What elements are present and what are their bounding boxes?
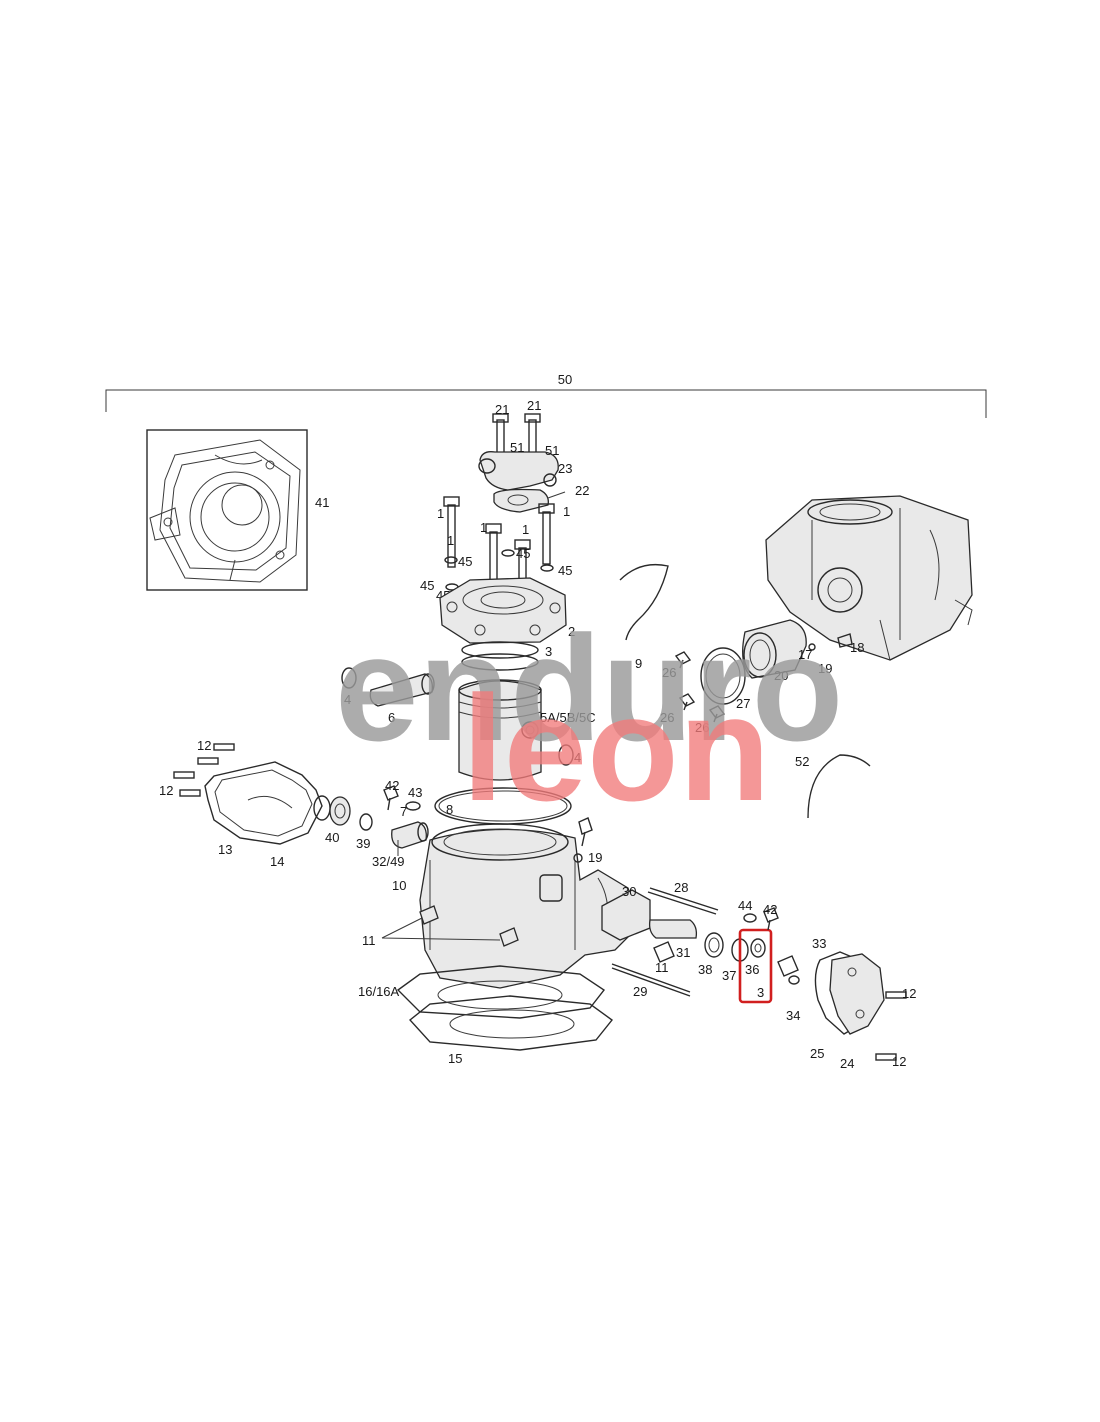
label-45d: 45 bbox=[420, 578, 434, 593]
base-gaskets: 16/16A 15 bbox=[358, 965, 614, 1066]
label-39: 39 bbox=[356, 836, 370, 851]
label-42b: 42 bbox=[763, 902, 777, 917]
label-31: 31 bbox=[676, 945, 690, 960]
label-2: 2 bbox=[568, 624, 575, 639]
label-45a: 45 bbox=[458, 554, 472, 569]
label-15: 15 bbox=[448, 1051, 462, 1066]
label-21b: 21 bbox=[527, 398, 541, 413]
label-11a: 11 bbox=[362, 933, 376, 948]
label-16: 16/16A bbox=[358, 984, 400, 999]
left-cover-group: 12 12 13 14 40 bbox=[159, 738, 351, 869]
label-26b: 26 bbox=[660, 710, 674, 725]
gasket-kit-inset: 41 bbox=[146, 429, 329, 591]
highlighted-part-36: 36 3 bbox=[738, 928, 773, 1004]
pin-group: 4 6 4 bbox=[341, 667, 581, 766]
hose-52: 52 bbox=[795, 754, 871, 819]
small-parts-left: 42 43 7 39 32/49 bbox=[356, 778, 429, 869]
label-10: 10 bbox=[392, 878, 406, 893]
label-41: 41 bbox=[315, 495, 329, 510]
label-6: 6 bbox=[388, 710, 395, 725]
label-28: 28 bbox=[674, 880, 688, 895]
label-25: 25 bbox=[810, 1046, 824, 1061]
watermark-line1: enduro bbox=[335, 604, 843, 772]
label-22: 22 bbox=[575, 483, 589, 498]
label-32: 32/49 bbox=[372, 854, 405, 869]
label-1e: 1 bbox=[563, 504, 570, 519]
label-26c: 26 bbox=[695, 720, 709, 735]
label-12d: 12 bbox=[892, 1054, 906, 1069]
label-3: 3 bbox=[545, 644, 552, 659]
label-19b: 19 bbox=[588, 850, 602, 865]
label-40: 40 bbox=[325, 830, 339, 845]
label-34: 34 bbox=[786, 1008, 800, 1023]
hose-9: 9 bbox=[619, 563, 669, 671]
label-45c: 45 bbox=[558, 563, 572, 578]
label-23: 23 bbox=[558, 461, 572, 476]
label-30: 30 bbox=[622, 884, 636, 899]
label-27: 27 bbox=[736, 696, 750, 711]
label-12b: 12 bbox=[159, 783, 173, 798]
label-17: 17 bbox=[798, 647, 812, 662]
label-24: 24 bbox=[840, 1056, 854, 1071]
watermark-logo: enduro leon bbox=[335, 604, 843, 832]
water-manifold-group: 21 21 51 51 23 22 bbox=[478, 398, 589, 513]
label-42a: 42 bbox=[385, 778, 399, 793]
exhaust-valve-group: 30 28 31 11 38 37 29 bbox=[601, 880, 749, 999]
valve-cover-group: 33 34 25 24 12 12 bbox=[777, 936, 916, 1071]
crankcase-group: 20 17 19 18 27 bbox=[700, 495, 973, 711]
label-35: 3 bbox=[757, 985, 764, 1000]
label-13: 13 bbox=[218, 842, 232, 857]
label-4b: 4 bbox=[574, 750, 581, 765]
label-33: 33 bbox=[812, 936, 826, 951]
label-21a: 21 bbox=[495, 402, 509, 417]
label-44: 44 bbox=[738, 898, 752, 913]
label-20: 20 bbox=[774, 668, 788, 683]
label-37: 37 bbox=[722, 968, 736, 983]
label-12c: 12 bbox=[902, 986, 916, 1001]
label-52: 52 bbox=[795, 754, 809, 769]
label-36: 36 bbox=[745, 962, 759, 977]
label-1b: 1 bbox=[447, 533, 454, 548]
label-51b: 51 bbox=[545, 443, 559, 458]
label-4a: 4 bbox=[344, 692, 351, 707]
label-43: 43 bbox=[408, 785, 422, 800]
label-18: 18 bbox=[850, 640, 864, 655]
label-1a: 1 bbox=[437, 506, 444, 521]
label-1c: 1 bbox=[480, 520, 487, 535]
label-9: 9 bbox=[635, 656, 642, 671]
cylinder-head: 2 bbox=[439, 577, 575, 644]
label-7: 7 bbox=[400, 804, 407, 819]
watermark-line2: leon bbox=[462, 664, 770, 832]
assembly-bracket: 50 bbox=[105, 372, 987, 418]
small-parts-right: 44 42 bbox=[738, 898, 779, 931]
label-12a: 12 bbox=[197, 738, 211, 753]
label-19a: 19 bbox=[818, 661, 832, 676]
label-1d: 1 bbox=[522, 522, 529, 537]
cylinder: 19 10 11 bbox=[362, 817, 641, 989]
label-14: 14 bbox=[270, 854, 284, 869]
label-29: 29 bbox=[633, 984, 647, 999]
label-45b: 45 bbox=[516, 546, 530, 561]
label-8: 8 bbox=[446, 802, 453, 817]
label-26a: 26 bbox=[662, 665, 676, 680]
label-51a: 51 bbox=[510, 440, 524, 455]
screws-26: 26 26 26 bbox=[660, 651, 726, 735]
piston-group: 3 5A/5B/5C bbox=[458, 641, 596, 781]
label-38: 38 bbox=[698, 962, 712, 977]
label-11b: 11 bbox=[655, 960, 669, 975]
label-50: 50 bbox=[558, 372, 572, 387]
label-5: 5A/5B/5C bbox=[540, 710, 596, 725]
